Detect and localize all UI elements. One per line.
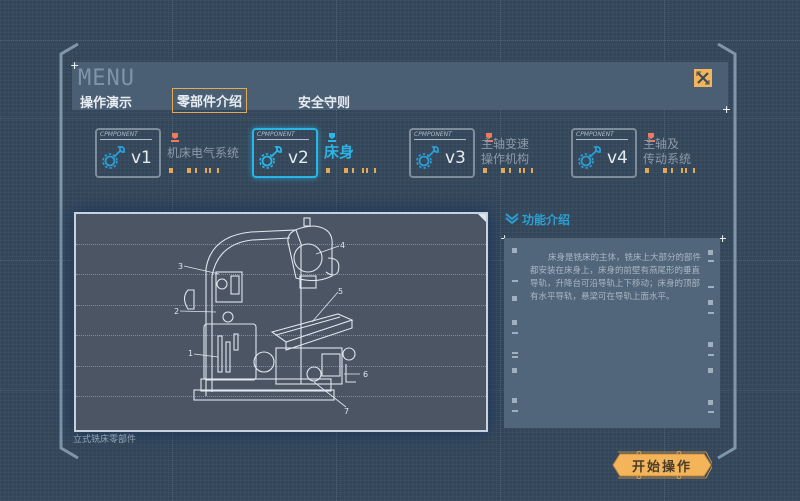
component-label: 机床电气系统	[167, 146, 240, 160]
double-chevron-down-icon	[505, 213, 519, 225]
card-caption-line	[576, 139, 628, 140]
right-frame-bracket	[717, 42, 737, 460]
component-card-v2[interactable]: CPMPONENT v2	[252, 128, 318, 178]
card-caption: CPMPONENT	[414, 131, 452, 138]
wrench-gear-icon	[259, 145, 283, 169]
callout-3: 3	[178, 262, 183, 271]
corner-mark	[478, 214, 486, 222]
grid-line	[0, 40, 800, 41]
left-frame-bracket	[59, 42, 79, 460]
start-operation-button[interactable]: 开始操作	[612, 451, 712, 479]
wrench-gear-icon	[416, 145, 440, 169]
card-version: v4	[607, 148, 628, 168]
corner-plus-icon: +	[70, 59, 80, 72]
component-card-v1[interactable]: CPMPONENT v1	[95, 128, 161, 178]
function-description-panel: 床身是铣床的主体，铣床上大部分的部件都安装在床身上，床身的前壁有燕尾形的垂直导轨…	[504, 238, 720, 428]
callout-5: 5	[338, 287, 343, 296]
card-version: v1	[131, 148, 152, 168]
component-card-v4[interactable]: CPMPONENT v4	[571, 128, 637, 178]
card-caption-line	[100, 139, 152, 140]
tab-parts-intro[interactable]: 零部件介绍	[172, 88, 248, 113]
component-card-v3[interactable]: CPMPONENT v3	[409, 128, 475, 178]
pin-marker-icon	[485, 127, 493, 142]
callout-1: 1	[188, 349, 193, 358]
component-label: 主轴及	[643, 137, 680, 151]
card-version: v2	[288, 148, 309, 168]
function-intro-label: 功能介绍	[522, 213, 571, 227]
grid-line	[500, 0, 501, 501]
grid-line	[0, 118, 800, 119]
card-caption: CPMPONENT	[257, 131, 295, 138]
button-frame	[612, 451, 712, 479]
card-caption-line	[414, 139, 466, 140]
card-caption: CPMPONENT	[576, 131, 614, 138]
milling-machine-image-panel: 1 2 3 4 5 6 7	[74, 212, 488, 432]
pin-marker-icon	[328, 127, 336, 142]
wrench-gear-icon	[102, 145, 126, 169]
function-intro-title: 功能介绍	[505, 211, 570, 228]
card-caption-line	[257, 139, 309, 140]
component-label: 操作机构	[481, 152, 530, 166]
menu-bar: MENU 操作演示 零部件介绍 安全守则	[72, 62, 728, 113]
callout-4: 4	[340, 241, 345, 250]
milling-machine-drawing: 1 2 3 4 5 6 7	[174, 214, 486, 416]
wrench-gear-icon	[578, 145, 602, 169]
function-description-text: 床身是铣床的主体，铣床上大部分的部件都安装在床身上，床身的前壁有燕尾形的垂直导轨…	[530, 253, 702, 302]
component-label: 床身	[324, 143, 355, 161]
card-version: v3	[445, 148, 466, 168]
image-caption: 立式铣床零部件	[73, 435, 137, 445]
start-operation-label: 开始操作	[631, 460, 692, 475]
corner-plus-icon: +	[718, 232, 728, 245]
tab-safety-rules[interactable]: 安全守则	[298, 96, 351, 111]
pin-marker-icon	[171, 127, 179, 142]
tab-operation-demo[interactable]: 操作演示	[80, 96, 133, 111]
component-label: 传动系统	[643, 152, 692, 166]
pin-marker-icon	[647, 127, 655, 142]
component-label: 主轴变速	[481, 137, 530, 151]
close-icon	[696, 71, 710, 85]
corner-plus-icon: +	[722, 103, 732, 116]
card-caption: CPMPONENT	[100, 131, 138, 138]
callout-6: 6	[363, 370, 368, 379]
callout-2: 2	[174, 307, 179, 316]
callout-7: 7	[344, 407, 349, 416]
menu-title: MENU	[78, 66, 135, 91]
close-button[interactable]	[694, 69, 712, 87]
